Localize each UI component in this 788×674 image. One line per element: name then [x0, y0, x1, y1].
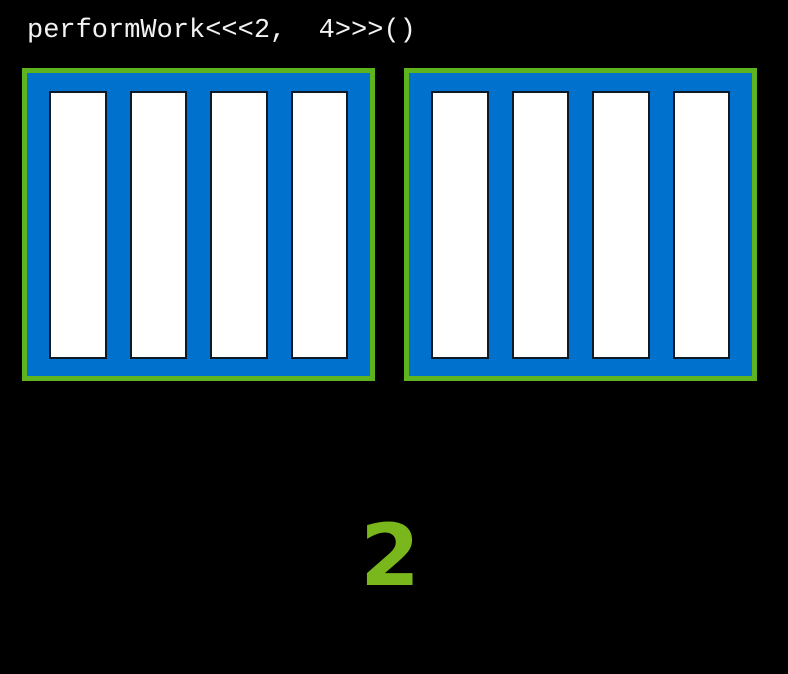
thread-bar	[210, 91, 268, 359]
block-count-label: 2	[360, 506, 420, 606]
kernel-launch-code: performWork<<<2, 4>>>()	[27, 16, 416, 46]
grid-of-blocks	[22, 68, 757, 381]
thread-bar	[592, 91, 650, 359]
thread-bar	[49, 91, 107, 359]
thread-bar	[431, 91, 489, 359]
thread-bar	[672, 91, 730, 359]
thread-bar	[511, 91, 569, 359]
thread-bar	[290, 91, 348, 359]
thread-bar	[129, 91, 187, 359]
thread-block-1	[404, 68, 757, 381]
thread-block-0	[22, 68, 375, 381]
